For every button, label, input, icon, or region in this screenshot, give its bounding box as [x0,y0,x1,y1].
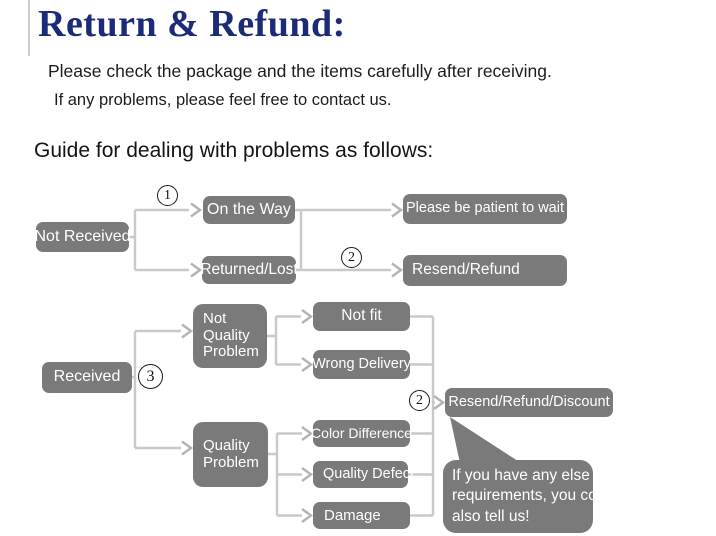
page-title: Return & Refund: [38,3,346,45]
node-not-quality-problem: Not Quality Problem [193,304,267,368]
step-badge-2-bottom: 2 [409,390,430,411]
node-wrong-delivery: Wrong Delivery [312,350,411,379]
node-line: Quality [203,436,250,454]
step-badge-1: 1 [157,185,178,206]
node-resend-refund: Resend/Refund [403,255,567,286]
node-quality-defect: Quality Defect [313,461,414,488]
speech-bubble: If you have any else requirements, you c… [443,460,618,533]
node-not-received: Not Received [34,222,131,252]
node-returned-lost: Returned/Lost [200,256,298,284]
bubble-line: also tell us! [452,507,530,525]
node-damage: Damage [313,502,410,529]
subtitle-line-2: If any problems, please feel free to con… [54,91,392,109]
node-color-difference: Color Difference [311,420,412,447]
node-line: Quality [203,326,250,344]
step-badge-2-top: 2 [341,247,362,268]
step-badge-3: 3 [138,364,163,389]
guide-heading: Guide for dealing with problems as follo… [34,139,434,162]
bubble-line: requirements, you could [452,487,618,505]
left-border-tick [28,0,30,56]
node-line: Not [203,309,227,327]
node-quality-problem: Quality Problem [193,422,268,487]
bubble-line: If you have any else [452,467,590,485]
node-line: Problem [203,453,259,471]
node-resend-refund-discount: Resend/Refund/Discount [445,388,613,417]
node-line: Problem [203,343,259,361]
node-not-fit: Not fit [313,302,410,331]
connector-lines [129,208,435,517]
arrowhead-chevrons [181,202,446,523]
bubble-tail [450,417,521,463]
node-received: Received [42,362,132,393]
node-on-the-way: On the Way [203,196,295,224]
subtitle-line-1: Please check the package and the items c… [48,61,552,81]
node-please-be-patient: Please be patient to wait [403,194,567,224]
